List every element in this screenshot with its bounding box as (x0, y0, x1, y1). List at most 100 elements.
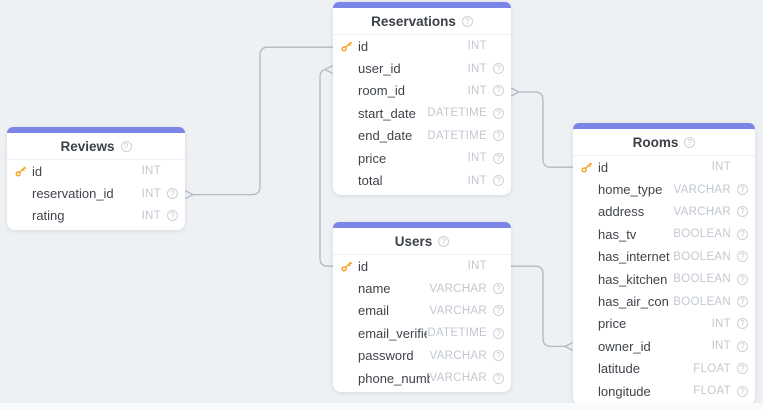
relationship-rooms-owner_id-to-users-id[interactable] (511, 265, 574, 351)
column-name: id (358, 38, 369, 54)
question-circle-icon[interactable]: ? (737, 318, 748, 330)
table-header-users[interactable]: Users ? (333, 228, 511, 255)
column-name: longitude (598, 383, 651, 399)
column-type: INT (467, 84, 487, 97)
question-circle-icon[interactable]: ? (737, 363, 748, 375)
question-circle-icon[interactable]: ? (737, 228, 748, 240)
table-title: Rooms (632, 134, 679, 150)
help-slot: ? (487, 283, 504, 295)
question-circle-icon[interactable]: ? (737, 340, 748, 352)
question-circle-icon[interactable]: ? (737, 296, 748, 308)
question-circle-icon[interactable]: ? (493, 63, 504, 75)
question-circle-icon[interactable]: ? (493, 372, 504, 384)
question-circle-icon[interactable]: ? (493, 152, 504, 164)
column-type: DATETIME (427, 107, 487, 120)
table-header-reviews[interactable]: Reviews ? (7, 133, 185, 160)
key-icon (341, 41, 358, 52)
column-name: price (358, 150, 387, 166)
question-circle-icon[interactable]: ? (737, 251, 748, 263)
question-circle-icon[interactable]: ? (684, 136, 696, 148)
column-type: BOOLEAN (673, 228, 731, 241)
question-circle-icon[interactable]: ? (737, 184, 748, 196)
question-circle-icon[interactable]: ? (120, 140, 132, 152)
question-circle-icon[interactable]: ? (493, 305, 504, 317)
table-header-reservations[interactable]: Reservations ? (333, 8, 511, 35)
column-type: VARCHAR (673, 205, 731, 218)
help-slot: ? (487, 175, 504, 187)
question-circle-icon[interactable]: ? (737, 385, 748, 397)
column-row-id[interactable]: id INT (7, 160, 185, 182)
column-type: INT (141, 165, 161, 178)
relationship-reservations-room_id-to-rooms-id[interactable] (510, 87, 573, 168)
table-title: Users (394, 233, 433, 249)
help-slot: ? (731, 228, 748, 240)
question-circle-icon[interactable]: ? (737, 273, 748, 285)
column-name: has_air_con (598, 294, 669, 310)
crow-foot-icon (510, 87, 521, 97)
question-circle-icon[interactable]: ? (438, 235, 450, 247)
question-circle-icon[interactable]: ? (493, 175, 504, 187)
column-type: INT (141, 209, 161, 222)
question-circle-icon[interactable]: ? (493, 130, 504, 142)
relationship-reservations-user_id-to-users-id[interactable] (319, 65, 334, 267)
column-row-address[interactable]: address VARCHAR? (573, 201, 755, 223)
column-name: id (32, 163, 43, 179)
column-name: address (598, 204, 645, 220)
question-circle-icon[interactable]: ? (493, 283, 504, 295)
question-circle-icon[interactable]: ? (737, 206, 748, 218)
column-row-phone_number[interactable]: phone_numberVARCHAR? (333, 367, 511, 389)
relationship-reviews-reservation_id-to-reservations-id[interactable] (184, 46, 333, 200)
question-circle-icon[interactable]: ? (493, 107, 504, 119)
question-circle-icon[interactable]: ? (461, 15, 473, 27)
question-circle-icon[interactable]: ? (167, 210, 178, 222)
help-slot: ? (731, 318, 748, 330)
help-slot: ? (731, 296, 748, 308)
question-circle-icon[interactable]: ? (493, 327, 504, 339)
column-type: BOOLEAN (673, 273, 731, 286)
column-row-email_verified_at[interactable]: email_verified_atDATETIME? (333, 322, 511, 344)
column-name: has_kitchen (598, 271, 668, 287)
question-circle-icon[interactable]: ? (167, 188, 178, 200)
question-circle-icon[interactable]: ? (493, 85, 504, 97)
column-name: phone_number (358, 370, 430, 386)
question-circle-icon[interactable]: ? (493, 350, 504, 362)
column-row-has_kitchen[interactable]: has_kitchen BOOLEAN? (573, 268, 755, 290)
column-type: VARCHAR (429, 282, 487, 295)
column-row-id[interactable]: id INT (573, 156, 755, 178)
column-name: id (598, 159, 609, 175)
canvas-bottom-edge (0, 403, 763, 410)
table-title: Reviews (60, 138, 115, 154)
table-header-rooms[interactable]: Rooms ? (573, 129, 755, 156)
column-type: INT (711, 161, 731, 174)
column-type: INT (141, 187, 161, 200)
